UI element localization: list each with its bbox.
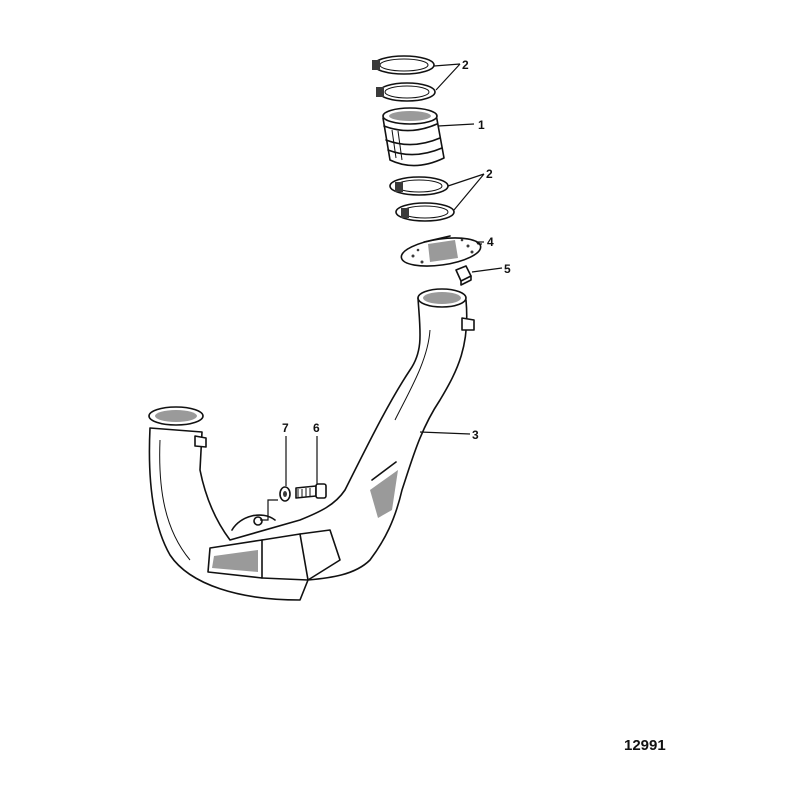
bolt	[295, 483, 327, 499]
callout-5: 5	[504, 262, 511, 276]
callout-1: 1	[478, 118, 485, 132]
washer	[279, 486, 291, 502]
hose-clamp-lower-1	[389, 176, 449, 196]
callout-6: 6	[313, 421, 320, 435]
leader-lines	[260, 63, 503, 521]
hose-clamp-lower-2	[395, 202, 455, 222]
spacer-block	[455, 265, 472, 286]
figure-id: 12991	[624, 737, 666, 754]
callout-2-top: 2	[462, 58, 469, 72]
rubber-hose	[382, 107, 445, 167]
exhaust-elbow	[148, 288, 475, 601]
callout-4: 4	[487, 235, 494, 249]
hose-clamp-top-1	[372, 55, 435, 75]
callout-7: 7	[282, 421, 289, 435]
flapper-plate	[400, 235, 482, 267]
callout-2-lower: 2	[486, 167, 493, 181]
hose-clamp-top-2	[376, 82, 436, 102]
callout-3: 3	[472, 428, 479, 442]
